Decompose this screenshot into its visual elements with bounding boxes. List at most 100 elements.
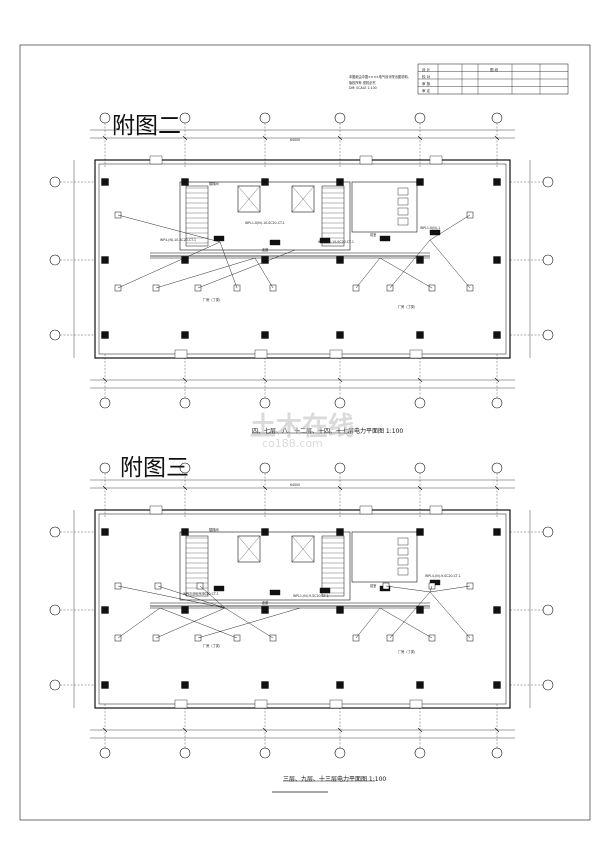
wiring-run bbox=[429, 214, 471, 241]
dim-tick bbox=[337, 135, 343, 141]
window-opening bbox=[329, 349, 343, 359]
axis-bubble-left bbox=[49, 176, 61, 188]
plan2-caption: 四、七层、八、十二层、十四、十七层电力平面图 1:100 bbox=[252, 428, 404, 435]
axis-bubble-left bbox=[49, 526, 61, 538]
axis-bubble-bottom bbox=[414, 397, 426, 409]
dim-tick bbox=[417, 135, 423, 141]
outer-wall bbox=[94, 159, 511, 359]
dim-tick bbox=[417, 485, 423, 491]
window-opening bbox=[409, 699, 423, 709]
core-block bbox=[179, 181, 351, 251]
column bbox=[416, 606, 424, 614]
axis-bubble-right bbox=[542, 604, 554, 616]
plan3-room-label-2: 厂房（丁类） bbox=[398, 650, 418, 654]
toilet-stall bbox=[397, 197, 409, 206]
dim-tick bbox=[494, 485, 500, 491]
column bbox=[101, 178, 109, 186]
dim-tick bbox=[494, 727, 500, 733]
axis-bubble-top bbox=[491, 462, 503, 474]
toilet-stall bbox=[397, 547, 409, 556]
plan3-feeder-label-1: WPL1-(N)-9-SC20-CT-1 bbox=[183, 592, 219, 596]
axis-bubble-bottom bbox=[179, 397, 191, 409]
dim-tick bbox=[494, 377, 500, 383]
wiring-run bbox=[117, 607, 161, 639]
titleblock-label-2: 校 对 bbox=[422, 75, 431, 79]
window-opening bbox=[329, 699, 343, 709]
column bbox=[181, 256, 189, 264]
wiring-run bbox=[429, 585, 433, 593]
toilet-stall bbox=[397, 537, 409, 546]
wiring-run bbox=[219, 241, 238, 289]
wiring-run bbox=[379, 607, 433, 639]
titleblock-header: 图 纸 bbox=[490, 68, 499, 72]
dim-tick bbox=[182, 135, 188, 141]
axis-bubble-bottom bbox=[99, 747, 111, 759]
axis-bubble-top bbox=[414, 112, 426, 124]
restroom-block bbox=[351, 181, 418, 233]
window-opening bbox=[429, 155, 443, 165]
dim-tick bbox=[182, 377, 188, 383]
elevator-shaft bbox=[291, 185, 315, 213]
column bbox=[493, 178, 501, 186]
wiring-run bbox=[157, 585, 226, 609]
window-opening bbox=[409, 349, 423, 359]
toilet-stall bbox=[397, 217, 409, 226]
toilet-stall bbox=[397, 207, 409, 216]
toilet-stall bbox=[397, 567, 409, 576]
column bbox=[181, 681, 189, 689]
axis-bubble-top bbox=[334, 462, 346, 474]
column bbox=[416, 681, 424, 689]
note-line-2: 版权所有 侵权必究 bbox=[349, 81, 376, 85]
column bbox=[101, 681, 109, 689]
axis-bubble-left bbox=[49, 329, 61, 341]
window-opening bbox=[174, 699, 188, 709]
wiring-run bbox=[117, 214, 221, 243]
sheet-border bbox=[19, 44, 591, 821]
axis-bubble-bottom bbox=[414, 747, 426, 759]
plan3-room-label-3: 走廊 bbox=[262, 601, 269, 605]
plan2-room-label-1: 厂房（丁类） bbox=[203, 298, 223, 302]
axis-bubble-bottom bbox=[259, 747, 271, 759]
axis-bubble-right bbox=[542, 176, 554, 188]
column bbox=[336, 256, 344, 264]
plan2-feeder-label-4: WPL1-X(N)-1 bbox=[420, 226, 441, 230]
column bbox=[336, 606, 344, 614]
plan2-room-label-3: 走廊 bbox=[262, 248, 269, 252]
dim-tick bbox=[102, 377, 108, 383]
dim-tick bbox=[262, 377, 268, 383]
dim-tick bbox=[337, 377, 343, 383]
axis-bubble-bottom bbox=[179, 747, 191, 759]
column bbox=[181, 331, 189, 339]
wiring-run bbox=[155, 257, 256, 289]
axis-bubble-top bbox=[491, 112, 503, 124]
column bbox=[101, 606, 109, 614]
column bbox=[493, 256, 501, 264]
axis-bubble-right bbox=[542, 679, 554, 691]
wiring-run bbox=[429, 585, 471, 593]
elevator-cross bbox=[291, 185, 315, 213]
plan3-room-label-1: 厂房（丁类） bbox=[203, 644, 223, 648]
plan2-room-label-5: 楼梯间 bbox=[209, 182, 219, 186]
wiring-run bbox=[159, 607, 238, 639]
titleblock-label-4: 审 定 bbox=[422, 89, 431, 93]
dim-tick bbox=[417, 727, 423, 733]
plan3-title: 附图三 bbox=[120, 455, 189, 481]
inner-wall bbox=[98, 163, 507, 355]
dim-tick bbox=[102, 727, 108, 733]
dim-tick bbox=[337, 485, 343, 491]
wiring-run bbox=[117, 585, 226, 609]
window-opening bbox=[359, 155, 373, 165]
plan2-feeder-label-3: WLX-(N)-10-SC20-CT-1 bbox=[318, 240, 354, 244]
window-opening bbox=[254, 349, 268, 359]
column bbox=[101, 528, 109, 536]
titleblock-label-3: 审 核 bbox=[422, 82, 431, 86]
axis-bubble-bottom bbox=[334, 747, 346, 759]
elevator-shaft bbox=[291, 535, 315, 563]
distribution-panel bbox=[213, 235, 225, 242]
axis-bubble-top bbox=[259, 462, 271, 474]
column bbox=[261, 331, 269, 339]
distribution-panel bbox=[319, 237, 331, 244]
column bbox=[416, 528, 424, 536]
axis-bubble-bottom bbox=[491, 747, 503, 759]
